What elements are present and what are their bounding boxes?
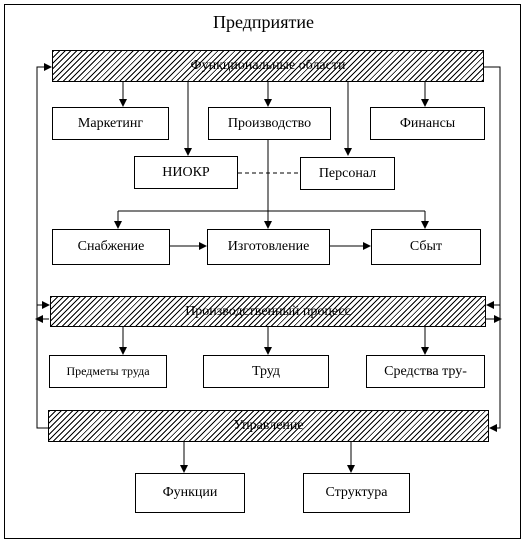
functional-areas-band: Функциональные области <box>52 50 484 82</box>
box-marketing: Маркетинг <box>52 107 169 140</box>
production-process-label: Производственный процесс <box>185 303 351 319</box>
box-structure: Структура <box>303 473 410 513</box>
box-rnd: НИОКР <box>134 156 238 189</box>
box-means-of-labor: Средства тру- <box>366 355 485 388</box>
box-supply: Снабжение <box>52 229 170 265</box>
box-objects-of-labor: Предметы труда <box>49 355 167 388</box>
diagram-frame <box>4 4 521 539</box>
management-band: Управление <box>48 410 489 442</box>
box-manufacturing: Изготовление <box>207 229 330 265</box>
box-personnel: Персонал <box>300 157 395 190</box>
functional-areas-label: Функциональные области <box>190 58 346 73</box>
management-label: Управление <box>233 418 304 433</box>
box-labor: Труд <box>203 355 329 388</box>
box-sales: Сбыт <box>371 229 481 265</box>
box-finance: Финансы <box>370 107 485 140</box>
diagram-title: Предприятие <box>213 12 314 32</box>
box-production: Производство <box>208 107 331 140</box>
box-functions: Функции <box>135 473 245 513</box>
production-process-band: Производственный процесс <box>50 296 486 327</box>
